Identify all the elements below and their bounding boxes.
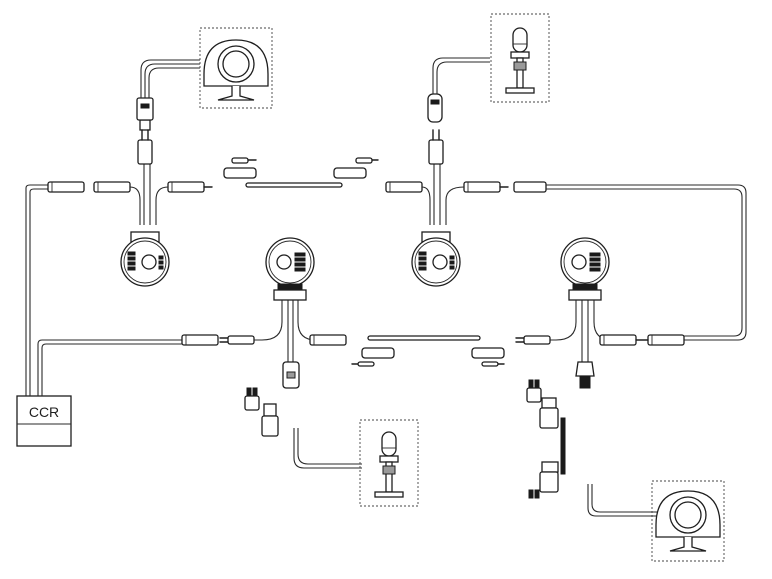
- approach-light-fixture-1: [199, 27, 273, 109]
- series-cable-ccr-to-first-transformer: [25, 184, 182, 396]
- ccr-unit: CCR: [16, 395, 72, 447]
- elevated-light-fixture-3: [490, 13, 550, 103]
- fixture-4-parts: [526, 379, 566, 499]
- ccr-label: CCR: [29, 404, 59, 420]
- loose-parts-middle: [351, 335, 505, 367]
- fixture-3-lead: [432, 57, 490, 94]
- transformer-1: [120, 97, 170, 287]
- fixture-2-lead: [293, 428, 362, 469]
- transformer-4: [515, 237, 685, 389]
- transformer-2: [181, 237, 347, 389]
- upper-left-connectors: [47, 181, 213, 193]
- elevated-light-fixture-2: [359, 419, 419, 507]
- upper-right-connectors: [385, 181, 547, 193]
- fixture-2-parts: [244, 387, 279, 437]
- fixture-4-lead: [587, 484, 660, 517]
- transformer-3: [411, 93, 465, 287]
- loose-parts-top: [223, 157, 379, 188]
- fixture-1-lead: [140, 59, 200, 98]
- approach-light-fixture-4: [651, 480, 725, 562]
- series-cable-right-loop: [546, 184, 747, 341]
